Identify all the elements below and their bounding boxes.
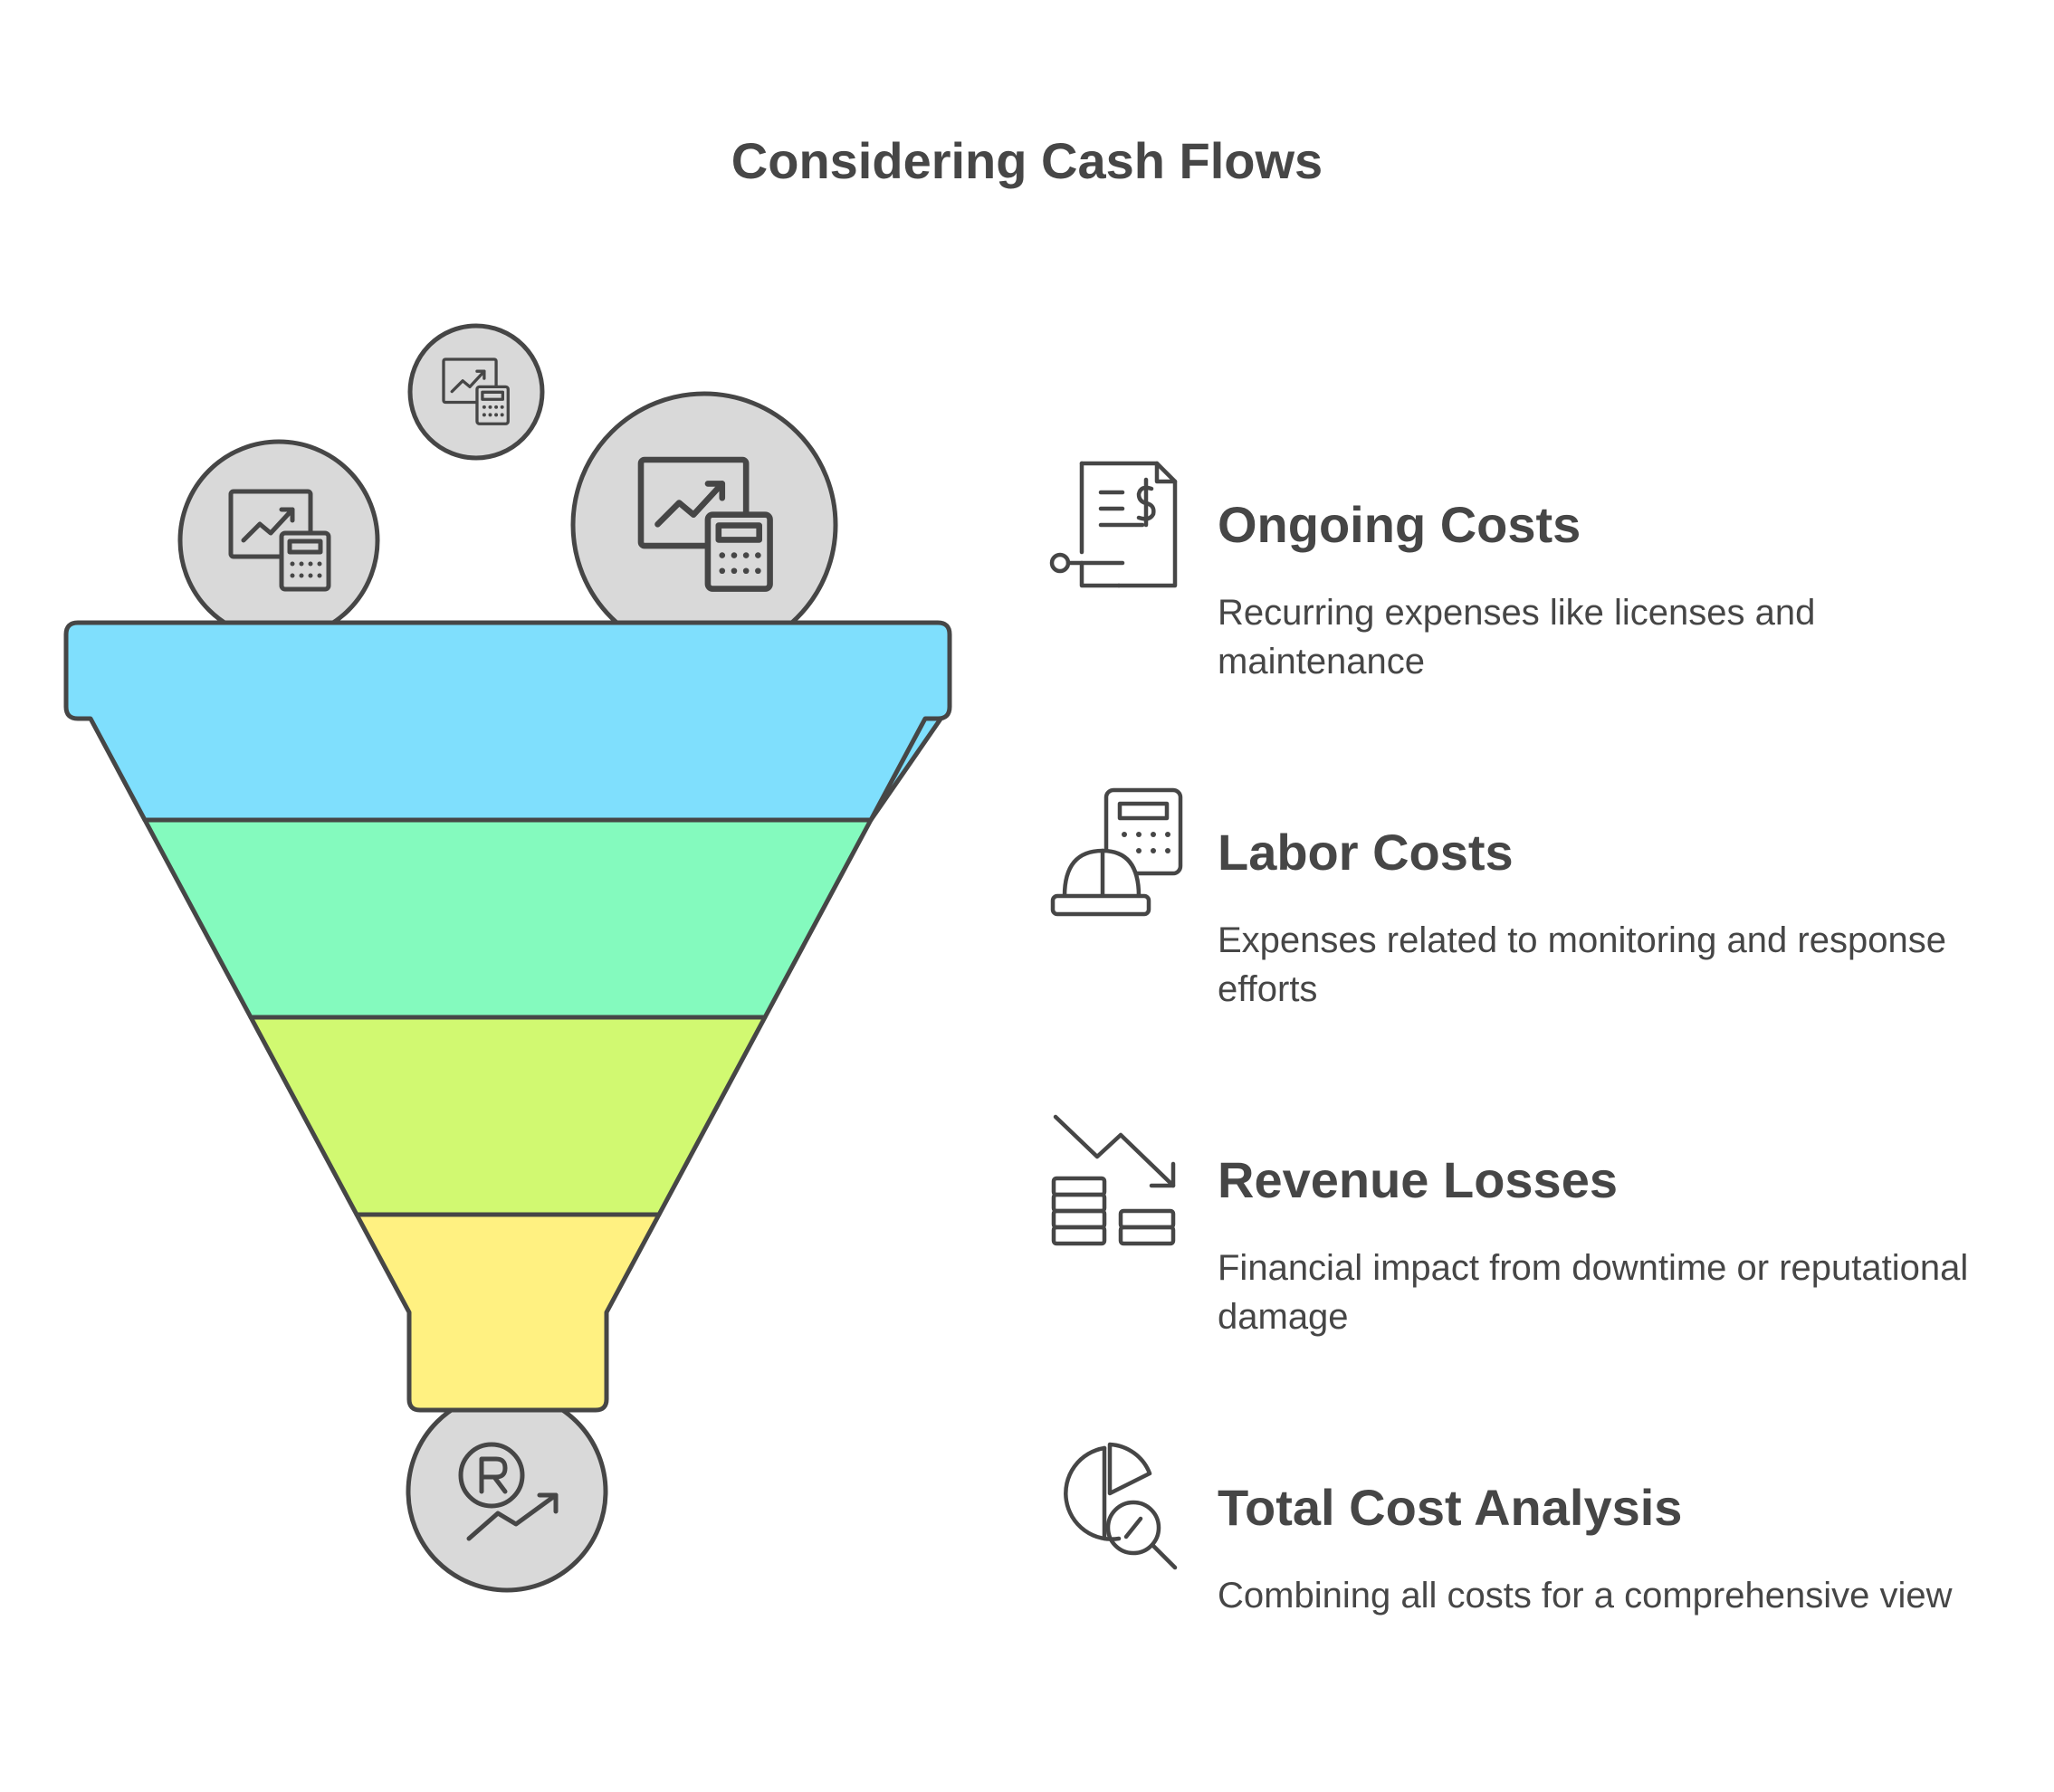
rupee-growth-icon bbox=[458, 1442, 559, 1541]
item-description: Financial impact from downtime or reputa… bbox=[1218, 1248, 1969, 1337]
hardhat-calculator-icon bbox=[1050, 787, 1183, 917]
analytics-calculator-icon bbox=[442, 357, 510, 425]
page-title: Considering Cash Flows bbox=[731, 132, 1323, 189]
top-circle-left bbox=[177, 439, 380, 642]
analytics-calculator-icon bbox=[637, 456, 773, 592]
item-description: Expenses related to monitoring and respo… bbox=[1218, 920, 1946, 1009]
item-title: Ongoing Costs bbox=[1218, 496, 1581, 553]
invoice-dollar-icon bbox=[1049, 461, 1178, 588]
analytics-calculator-icon bbox=[228, 489, 331, 592]
funnel-layer-4 bbox=[354, 1212, 662, 1413]
item-title: Revenue Losses bbox=[1218, 1151, 1618, 1208]
item-description: Recurring expenses like licenses and mai… bbox=[1218, 593, 1816, 682]
item-title: Total Cost Analysis bbox=[1218, 1479, 1683, 1536]
bottom-circle bbox=[406, 1390, 608, 1593]
top-circle-small bbox=[407, 323, 545, 461]
pie-chart-magnifier-icon bbox=[1064, 1442, 1178, 1570]
item-title: Labor Costs bbox=[1218, 824, 1514, 881]
top-circle-right bbox=[570, 391, 838, 659]
coins-downtrend-icon bbox=[1051, 1114, 1176, 1246]
item-description: Combining all costs for a comprehensive … bbox=[1218, 1576, 1953, 1616]
